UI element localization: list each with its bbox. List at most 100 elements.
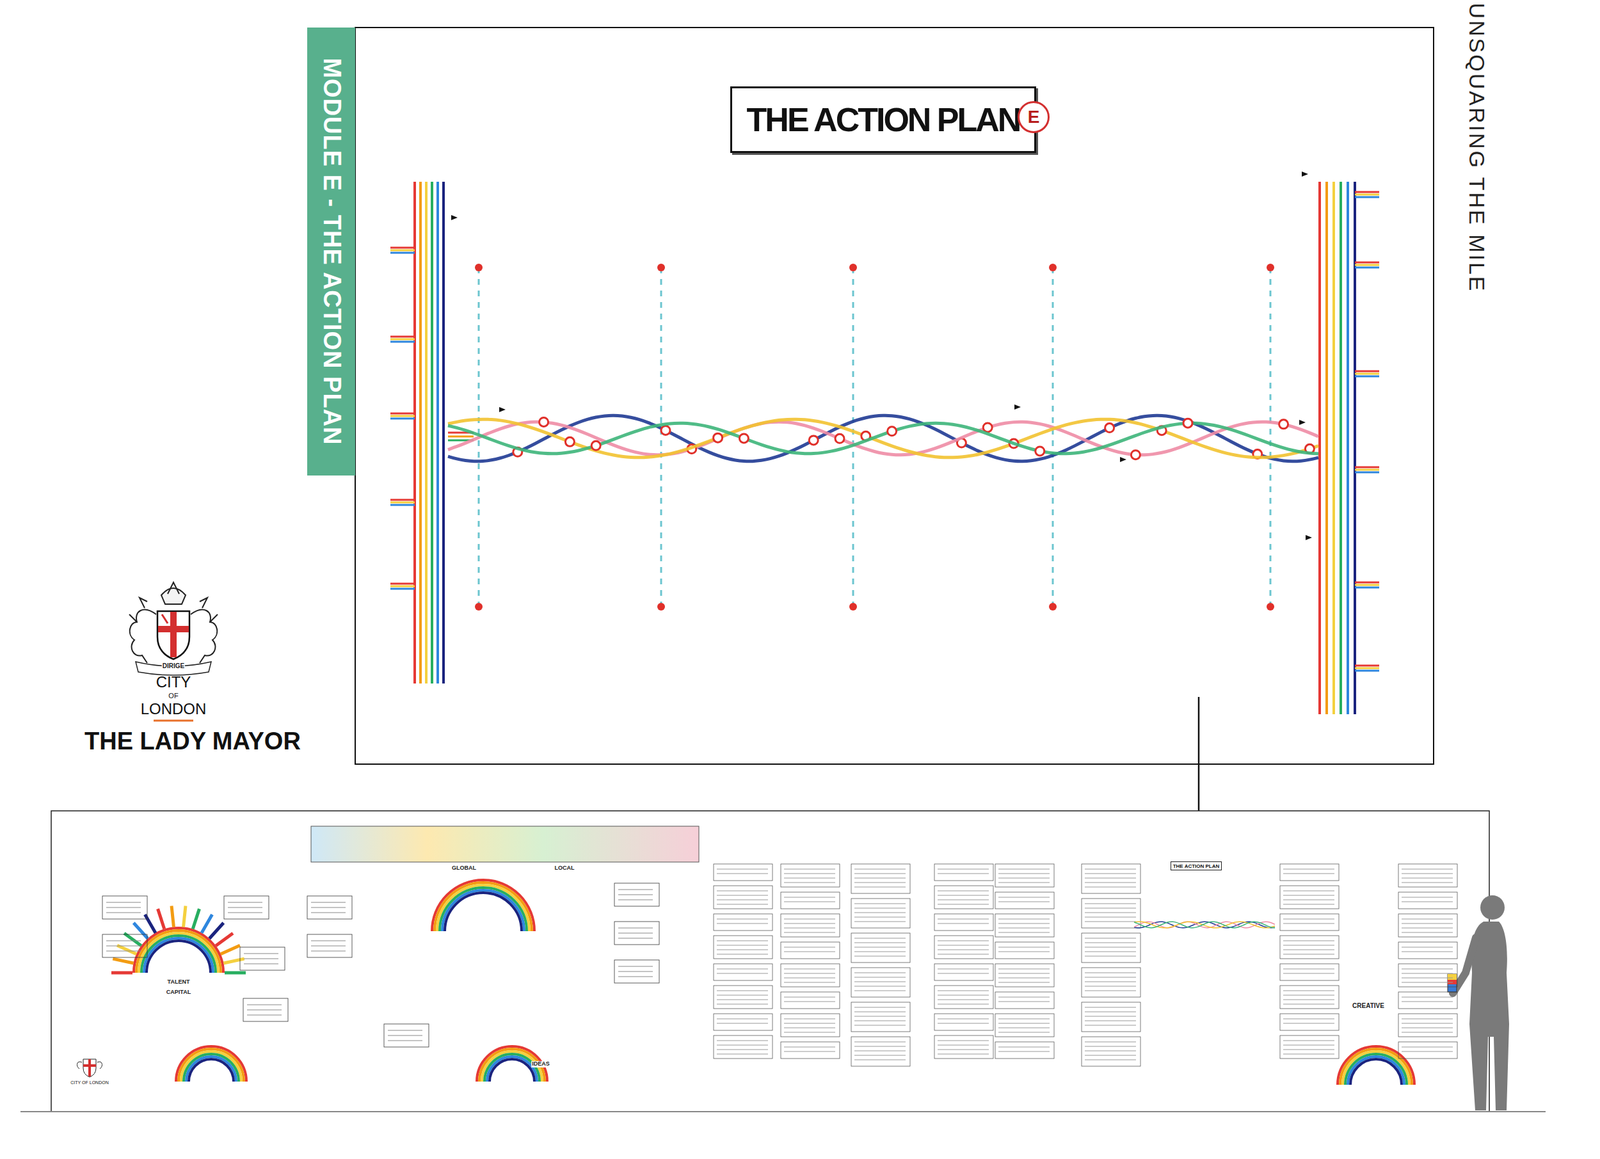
- action-box: [851, 1002, 911, 1032]
- milestone-line: [852, 267, 855, 607]
- rainbow-dome: [1350, 1059, 1402, 1085]
- action-text-stroke: [1401, 1032, 1453, 1033]
- action-text-stroke: [1283, 923, 1335, 925]
- action-text-stroke: [937, 919, 989, 920]
- action-box: [713, 1035, 773, 1059]
- action-text-stroke: [784, 982, 836, 984]
- action-text-stroke: [854, 956, 906, 957]
- bar-join: [448, 435, 474, 438]
- action-box: [851, 967, 911, 998]
- action-text-stroke: [784, 973, 836, 975]
- action-text-stroke: [784, 901, 836, 903]
- action-text-stroke: [998, 869, 1050, 870]
- panel-word: TALENT: [167, 979, 191, 986]
- action-box: [713, 935, 773, 959]
- action-text-stroke: [1283, 940, 1335, 942]
- action-text-stroke: [854, 1025, 906, 1026]
- panel-word: LOCAL: [554, 865, 576, 872]
- note-box: [614, 921, 660, 945]
- action-text-stroke: [998, 919, 1050, 920]
- rainbow-dome: [141, 935, 216, 973]
- action-text-stroke: [1084, 873, 1136, 875]
- small-crest: [77, 1059, 103, 1078]
- wave-marker: [565, 437, 575, 447]
- action-text-stroke: [854, 972, 906, 974]
- action-text-stroke: [937, 1040, 989, 1042]
- module-badge: E: [1017, 101, 1050, 134]
- note-text-stroke: [106, 945, 141, 947]
- action-text-stroke: [784, 1027, 836, 1029]
- action-text-stroke: [1401, 923, 1453, 925]
- milestone-dot: [849, 263, 857, 272]
- action-text-stroke: [1084, 908, 1136, 909]
- action-box: [713, 985, 773, 1009]
- action-box: [1398, 892, 1458, 909]
- note-box: [240, 947, 285, 971]
- action-text-stroke: [1283, 904, 1335, 905]
- note-text-stroke: [618, 976, 653, 978]
- action-text-stroke: [1283, 1023, 1335, 1024]
- sunburst-ray: [111, 971, 133, 975]
- action-text-stroke: [854, 1041, 906, 1043]
- action-box: [713, 963, 773, 981]
- action-text-stroke: [854, 977, 906, 978]
- milestone-line: [1052, 267, 1055, 607]
- wave-marker: [808, 435, 818, 445]
- action-text-stroke: [854, 947, 906, 948]
- panel-word: GLOBAL: [451, 865, 477, 872]
- bar-tick: [1354, 370, 1380, 373]
- note-box: [384, 1024, 429, 1048]
- action-text-stroke: [854, 917, 906, 918]
- action-text-stroke: [1283, 899, 1335, 901]
- wave-marker: [661, 425, 671, 435]
- action-text-stroke: [1401, 1023, 1453, 1024]
- note-text-stroke: [311, 945, 346, 947]
- sunburst-ray: [145, 914, 157, 934]
- action-text-stroke: [998, 1051, 1050, 1053]
- action-text-stroke: [1084, 981, 1136, 983]
- action-text-stroke: [937, 949, 989, 951]
- action-text-stroke: [1084, 917, 1136, 918]
- note-text-stroke: [387, 1035, 423, 1037]
- action-text-stroke: [998, 973, 1050, 975]
- action-box: [780, 1041, 840, 1059]
- action-text-stroke: [1084, 869, 1136, 870]
- action-box: [1081, 1036, 1141, 1067]
- bar-stroke: [419, 181, 422, 684]
- action-box: [1280, 864, 1339, 881]
- note-box: [307, 896, 352, 920]
- action-text-stroke: [854, 951, 906, 953]
- person-silhouette: [1447, 895, 1510, 1111]
- action-text-stroke: [1283, 869, 1335, 870]
- action-text-stroke: [854, 1011, 906, 1013]
- note-text-stroke: [387, 1030, 423, 1032]
- action-box: [1280, 885, 1339, 909]
- logo-word: OF: [167, 691, 179, 700]
- action-box: [934, 913, 994, 931]
- action-box: [1081, 864, 1141, 894]
- bar-tick: [390, 415, 415, 418]
- action-text-stroke: [1084, 1011, 1136, 1013]
- rainbow-dome: [178, 1048, 244, 1082]
- bar-stroke: [1332, 181, 1336, 715]
- action-text-stroke: [1084, 912, 1136, 914]
- bar-tick: [1354, 193, 1380, 196]
- bar-tick: [390, 249, 415, 252]
- action-box: [1280, 1013, 1339, 1031]
- action-text-stroke: [1401, 947, 1453, 948]
- bar-tick: [1354, 466, 1380, 469]
- node-text: THE ACTION PLAN: [746, 100, 1021, 139]
- rainbow-dome: [434, 882, 532, 932]
- action-box: [1398, 963, 1458, 987]
- panel-word: IDEAS: [531, 1061, 551, 1068]
- logo-word: CITY: [155, 673, 192, 691]
- action-text-stroke: [784, 1023, 836, 1024]
- action-box: [780, 1013, 840, 1037]
- action-text-stroke: [998, 878, 1050, 879]
- milestone-dot: [1266, 602, 1275, 611]
- action-text-stroke: [1084, 938, 1136, 939]
- action-text-stroke: [716, 949, 768, 951]
- leader-line: [1198, 696, 1200, 811]
- action-text-stroke: [854, 878, 906, 879]
- rainbow-dome: [181, 1051, 242, 1082]
